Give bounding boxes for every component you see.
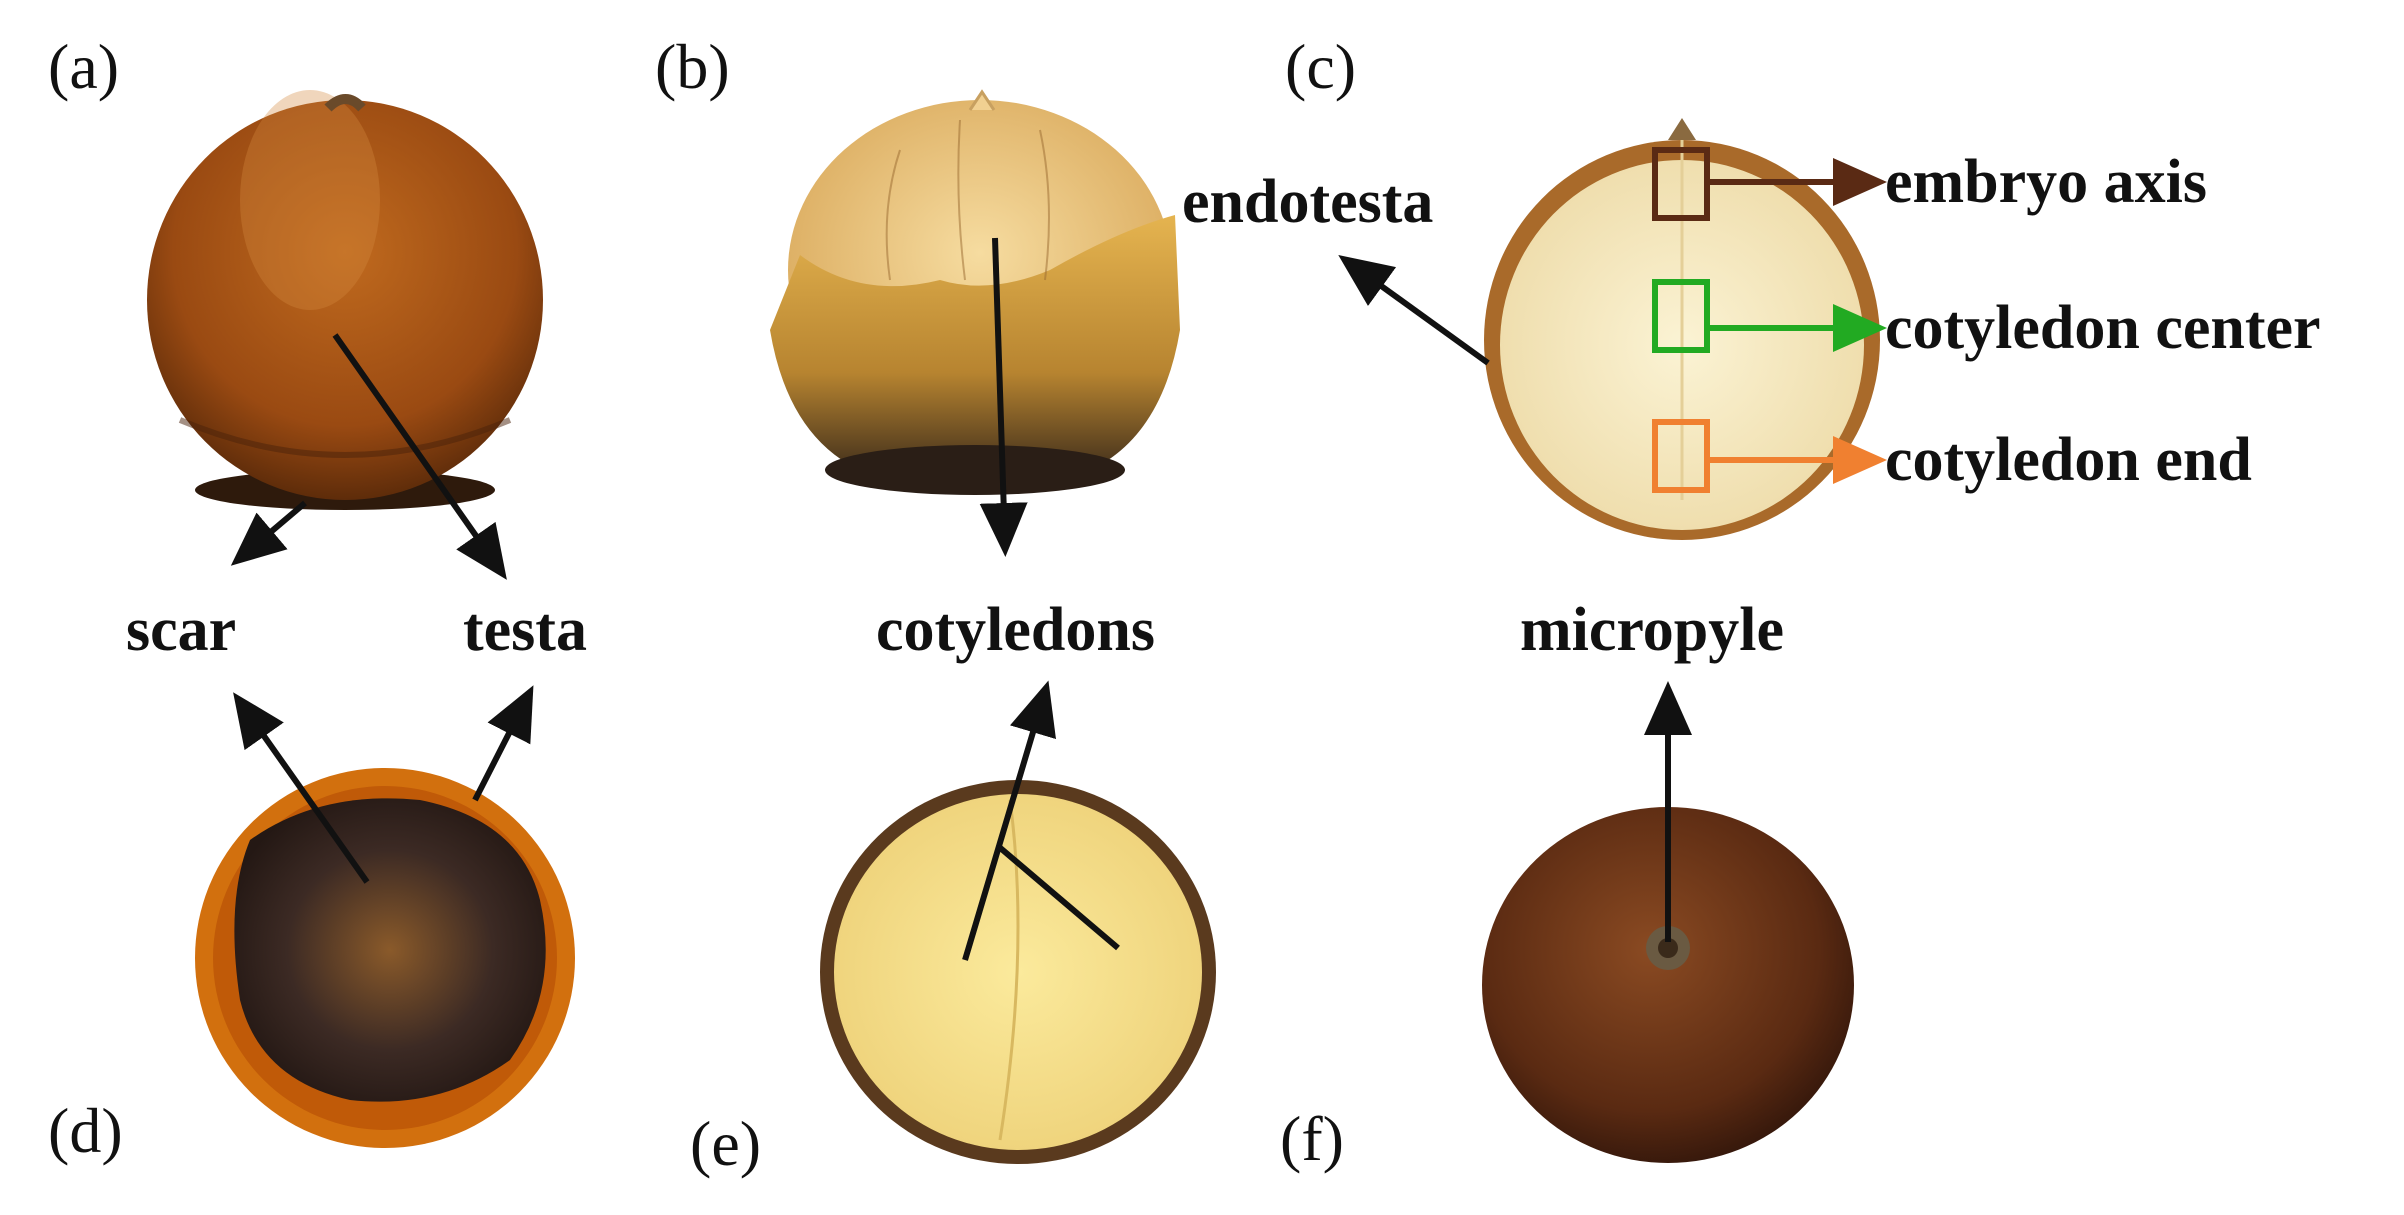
endotesta-arrow-c	[1338, 254, 1490, 366]
label-embryo-axis: embryo axis	[1885, 148, 2207, 216]
cotyledons-arrow-e	[962, 680, 1056, 961]
label-micropyle: micropyle	[1520, 596, 1784, 664]
scar-arrow-a	[230, 500, 307, 566]
seed-top-photo	[1482, 807, 1854, 1163]
label-scar: scar	[126, 596, 236, 664]
arrows	[230, 237, 1692, 961]
panel-label-d: (d)	[48, 1095, 123, 1166]
cotyledons-arrow-b	[979, 237, 1028, 557]
seed-whole-photo	[147, 90, 543, 510]
seed-bottom-photo	[195, 768, 575, 1148]
testa-arrow-a	[332, 333, 507, 580]
testa-arrow-d	[472, 685, 534, 802]
label-cotyledons: cotyledons	[876, 596, 1155, 664]
panel-label-a: (a)	[48, 31, 119, 102]
scar-arrow-d	[233, 692, 370, 884]
seed-cross-section-photo	[820, 780, 1216, 1164]
seed-section-photo	[1484, 118, 1880, 540]
seed-cotyledons-photo	[770, 89, 1180, 495]
label-cotyledon-center: cotyledon center	[1885, 294, 2321, 362]
label-endotesta: endotesta	[1182, 168, 1433, 236]
label-cotyledon-end: cotyledon end	[1885, 426, 2252, 494]
panel-label-f: (f)	[1280, 1103, 1344, 1174]
panel-label-e: (e)	[690, 1108, 761, 1179]
label-testa: testa	[463, 596, 587, 664]
cotyledon-end-box	[1652, 419, 1710, 493]
cotyledons-branch-e	[996, 843, 1120, 951]
cotyledon-center-box	[1652, 279, 1710, 353]
panel-label-c: (c)	[1285, 31, 1356, 102]
panel-label-b: (b)	[655, 31, 730, 102]
